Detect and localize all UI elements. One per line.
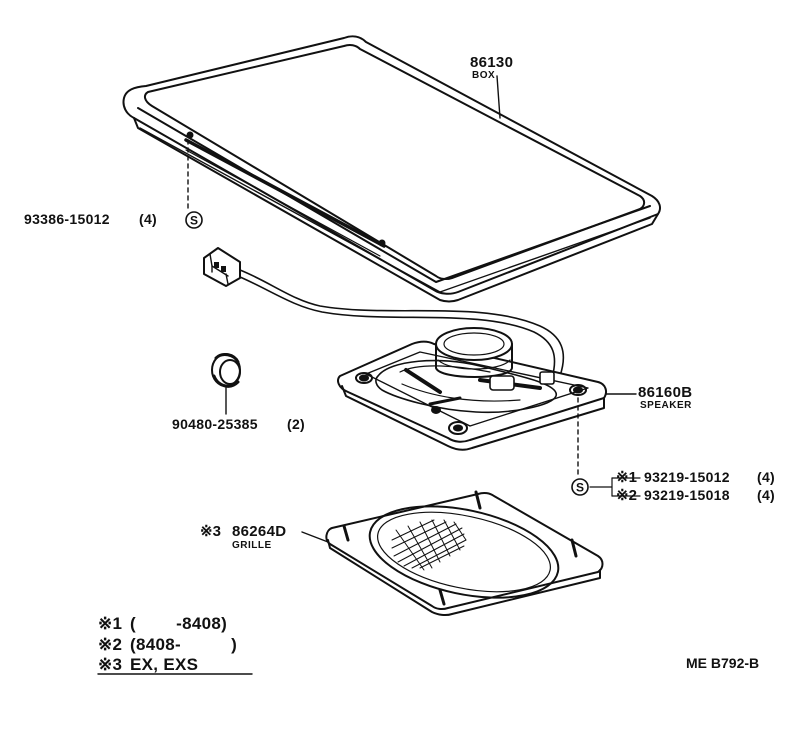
speaker-screw-2-part-number: 93219-15018 — [644, 487, 730, 503]
speaker-screw-1-qty: (4) — [757, 469, 776, 485]
note-1-text: ( -8408) — [130, 614, 228, 633]
speaker-screw-2-marker: ※2 — [616, 487, 637, 504]
speaker-connector — [203, 247, 565, 379]
grille-marker: ※3 — [200, 523, 221, 540]
box-screw-qty: (4) — [139, 211, 158, 227]
note-3-text: EX, EXS — [130, 655, 199, 674]
grille-part-number: 86264D — [232, 523, 287, 540]
note-2-text: (8408- ) — [130, 635, 238, 654]
speaker-screw-2-qty: (4) — [757, 487, 776, 503]
note-1-marker: ※1 — [98, 614, 123, 633]
grille — [301, 490, 604, 617]
grommet-qty: (2) — [287, 416, 306, 432]
speaker-screw-1-marker: ※1 — [616, 469, 637, 486]
grommet-part-number: 90480-25385 — [172, 416, 258, 432]
grille-mesh — [391, 519, 467, 571]
speaker-screw-symbol: S — [576, 481, 584, 495]
speaker-unit — [337, 327, 637, 479]
speaker-screw-callout — [571, 477, 641, 497]
diagram-code: ME B792-B — [686, 655, 760, 671]
speaker-part-name: SPEAKER — [640, 400, 692, 411]
grille-part-name: GRILLE — [232, 540, 272, 551]
box-screw-part-number: 93386-15012 — [24, 211, 110, 227]
box-part-name: BOX — [472, 70, 496, 81]
box-screw-callout — [185, 139, 203, 229]
speaker-box — [122, 35, 661, 303]
note-2-marker: ※2 — [98, 635, 123, 654]
speaker-screw-1-part-number: 93219-15012 — [644, 469, 730, 485]
grommet — [211, 353, 241, 415]
speaker-part-number: 86160B — [638, 384, 693, 401]
box-screw-symbol: S — [190, 214, 198, 228]
box-part-number: 86130 — [470, 54, 514, 71]
note-3-marker: ※3 — [98, 655, 123, 674]
